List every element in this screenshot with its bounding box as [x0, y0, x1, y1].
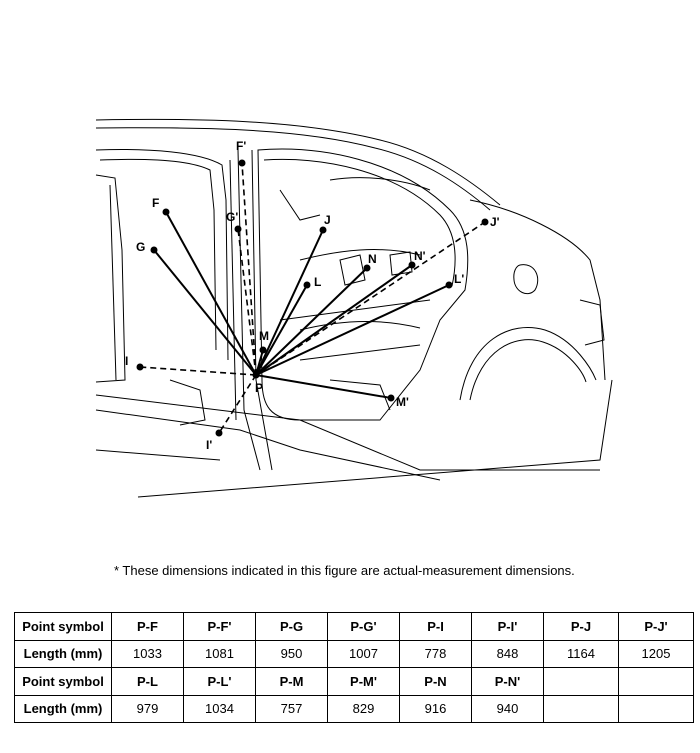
label-n-prime: N' [414, 249, 426, 263]
point-l-prime [445, 281, 453, 289]
point-m [259, 346, 267, 354]
table-cell: 1033 [111, 639, 184, 668]
table-cell: P-N' [471, 667, 544, 696]
table-row: Point symbol P-F P-F' P-G P-G' P-I P-I' … [14, 612, 694, 641]
measurement-points [136, 159, 489, 437]
label-p: P [255, 381, 263, 395]
table-cell [618, 694, 694, 723]
table-cell: 1034 [183, 694, 256, 723]
point-f [162, 208, 170, 216]
label-n: N [368, 252, 377, 266]
point-g [150, 246, 158, 254]
point-i [136, 363, 144, 371]
table-cell: P-G [255, 612, 328, 641]
point-p [252, 371, 260, 379]
table-cell: P-L' [183, 667, 256, 696]
table-cell: P-I' [471, 612, 544, 641]
point-labels: F' F G' G J J' N N' L L' M I P M' I' [125, 139, 500, 452]
table-cell: P-G' [327, 612, 400, 641]
label-m-prime: M' [396, 395, 409, 409]
table-cell: 757 [255, 694, 328, 723]
table-row: Length (mm) 1033 1081 950 1007 778 848 1… [14, 639, 694, 668]
table-cell: P-F' [183, 612, 256, 641]
body-dimension-diagram: F' F G' G J J' N N' L L' M I P M' I' [95, 118, 613, 498]
table-cell: P-J [543, 612, 619, 641]
label-j-prime: J' [490, 215, 500, 229]
table-row: Length (mm) 979 1034 757 829 916 940 [14, 694, 694, 723]
table-cell [543, 694, 619, 723]
table-cell: 829 [327, 694, 400, 723]
table-cell: 1081 [183, 639, 256, 668]
row-header: Point symbol [14, 612, 112, 641]
table-cell: 1205 [618, 639, 694, 668]
table-cell: 778 [399, 639, 472, 668]
point-f-prime [238, 159, 246, 167]
measurement-lines [153, 211, 450, 399]
point-l [303, 281, 311, 289]
measurement-lines-dashed [139, 162, 486, 434]
dimension-table-body: Point symbol P-F P-F' P-G P-G' P-I P-I' … [14, 612, 694, 723]
table-row: Point symbol P-L P-L' P-M P-M' P-N P-N' [14, 667, 694, 696]
label-m: M [259, 329, 269, 343]
table-cell [618, 667, 694, 696]
row-header: Point symbol [14, 667, 112, 696]
table-cell: 979 [111, 694, 184, 723]
label-i-prime: I' [206, 438, 212, 452]
label-i: I [125, 354, 128, 368]
table-cell: 848 [471, 639, 544, 668]
table-cell: P-M' [327, 667, 400, 696]
label-g-prime: G' [226, 210, 238, 224]
point-i-prime [215, 429, 223, 437]
label-j: J [324, 213, 331, 227]
table-cell: 1164 [543, 639, 619, 668]
table-cell [543, 667, 619, 696]
label-f-prime: F' [236, 139, 246, 153]
row-header: Length (mm) [14, 694, 112, 723]
table-cell: 940 [471, 694, 544, 723]
point-j [319, 226, 327, 234]
table-cell: P-M [255, 667, 328, 696]
measurement-note: * These dimensions indicated in this fig… [114, 563, 575, 578]
dimension-table: Point symbol P-F P-F' P-G P-G' P-I P-I' … [14, 612, 694, 723]
table-cell: P-F [111, 612, 184, 641]
label-f: F [152, 196, 159, 210]
point-m-prime [387, 394, 395, 402]
label-l-prime: L' [454, 272, 464, 286]
point-n-prime [408, 261, 416, 269]
table-cell: P-J' [618, 612, 694, 641]
point-g-prime [234, 225, 242, 233]
table-cell: 916 [399, 694, 472, 723]
table-cell: P-I [399, 612, 472, 641]
point-j-prime [481, 218, 489, 226]
car-body-outline [95, 118, 613, 498]
table-cell: 950 [255, 639, 328, 668]
table-cell: P-N [399, 667, 472, 696]
table-cell: 1007 [327, 639, 400, 668]
row-header: Length (mm) [14, 639, 112, 668]
point-n [363, 264, 371, 272]
label-g: G [136, 240, 145, 254]
label-l: L [314, 275, 321, 289]
table-cell: P-L [111, 667, 184, 696]
